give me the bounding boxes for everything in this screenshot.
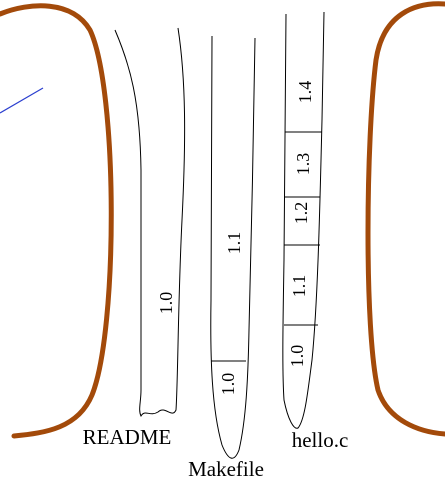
left-bracket (0, 3, 114, 439)
hello-c-rev-1-4: 1.4 (295, 81, 315, 104)
readme-rev-1-0: 1.0 (156, 292, 176, 315)
hello-c-tube: 1.0 1.1 1.2 1.3 1.4 (282, 11, 325, 429)
makefile-rev-1-1: 1.1 (224, 232, 244, 255)
right-bracket (365, 1, 445, 437)
makefile-label: Makefile (188, 457, 264, 481)
readme-tube-outline (114, 27, 186, 418)
pointer-line (0, 87, 44, 114)
readme-tube: 1.0 (114, 27, 186, 418)
hello-c-rev-1-0: 1.0 (287, 345, 307, 368)
readme-label: README (83, 425, 172, 449)
makefile-tube: 1.0 1.1 (210, 35, 256, 459)
makefile-rev-1-0: 1.0 (218, 373, 238, 396)
hello-c-tube-outline (282, 11, 325, 429)
makefile-tube-outline (210, 35, 256, 459)
hello-c-rev-1-3: 1.3 (293, 153, 313, 176)
hello-c-label: hello.c (292, 428, 349, 452)
hello-c-rev-1-2: 1.2 (291, 202, 311, 225)
hello-c-rev-1-1: 1.1 (289, 275, 309, 298)
